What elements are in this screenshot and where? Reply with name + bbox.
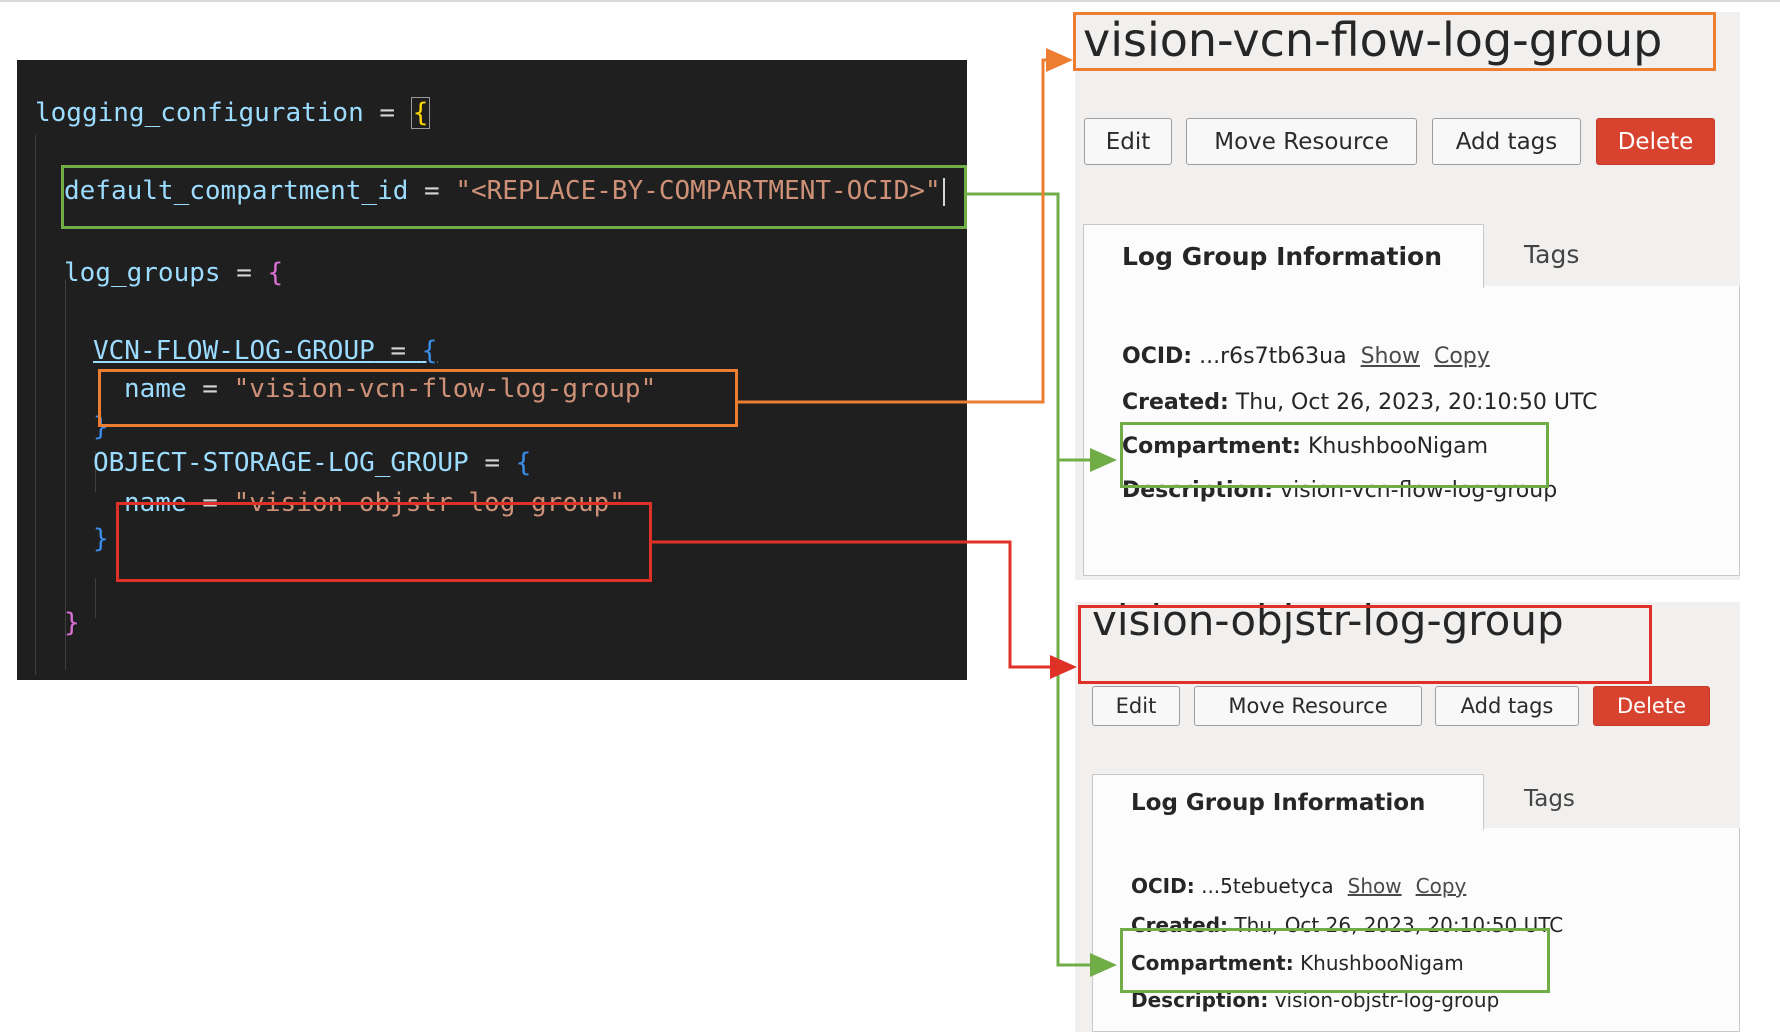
tab-log-group-information[interactable]: Log Group Information (1092, 774, 1484, 830)
show-link[interactable]: Show (1360, 344, 1420, 369)
code-line-logging-configuration: logging_configuration = { (35, 97, 431, 129)
info-card (1083, 286, 1740, 576)
indent-guide (35, 135, 36, 675)
highlight-objstr-name (116, 502, 652, 582)
top-divider (0, 0, 1780, 2)
code-line-log-groups-close: } (64, 608, 80, 638)
compartment-row: Compartment: KhushbooNigam (1131, 951, 1464, 975)
delete-button[interactable]: Delete (1593, 686, 1710, 726)
add-tags-button[interactable]: Add tags (1435, 686, 1579, 726)
show-link[interactable]: Show (1347, 874, 1402, 898)
indent-guide (95, 578, 96, 618)
highlight-vcn-name (98, 369, 738, 427)
highlight-title-1 (1073, 12, 1716, 71)
code-line-vcn-group: VCN-FLOW-LOG-GROUP = { (93, 336, 438, 366)
code-line-objstr-close: } (93, 524, 109, 554)
highlight-compartment-2 (1120, 928, 1550, 993)
edit-button[interactable]: Edit (1092, 686, 1180, 726)
move-resource-button[interactable]: Move Resource (1186, 118, 1417, 165)
tab-tags[interactable]: Tags (1524, 786, 1575, 812)
indent-guide (95, 452, 96, 492)
move-resource-button[interactable]: Move Resource (1194, 686, 1422, 726)
indent-guide (65, 280, 66, 670)
page-title: vision-vcn-flow-log-group (1083, 13, 1663, 67)
code-line-vcn-close: } (93, 412, 109, 442)
highlight-compartment-1 (1120, 422, 1549, 488)
description-row: Description: vision-vcn-flow-log-group (1122, 478, 1558, 503)
highlight-title-2 (1078, 605, 1652, 684)
delete-button[interactable]: Delete (1596, 118, 1715, 165)
highlight-default-compartment (61, 165, 967, 229)
compartment-row: Compartment: KhushbooNigam (1122, 434, 1489, 459)
tab-log-group-information[interactable]: Log Group Information (1083, 224, 1484, 288)
page-title: vision-objstr-log-group (1092, 596, 1564, 645)
copy-link[interactable]: Copy (1415, 874, 1467, 898)
created-row: Created: Thu, Oct 26, 2023, 20:10:50 UTC (1122, 390, 1598, 415)
code-line-vcn-name: name = "vision-vcn-flow-log-group" (124, 374, 657, 404)
code-line-objstr-group: OBJECT-STORAGE-LOG_GROUP = { (93, 448, 532, 478)
created-row: Created: Thu, Oct 26, 2023, 20:10:50 UTC (1131, 913, 1564, 937)
add-tags-button[interactable]: Add tags (1432, 118, 1581, 165)
tab-tags[interactable]: Tags (1524, 240, 1580, 269)
code-line-log-groups: log_groups = { (64, 258, 284, 288)
edit-button[interactable]: Edit (1084, 118, 1172, 165)
copy-link[interactable]: Copy (1433, 344, 1490, 369)
